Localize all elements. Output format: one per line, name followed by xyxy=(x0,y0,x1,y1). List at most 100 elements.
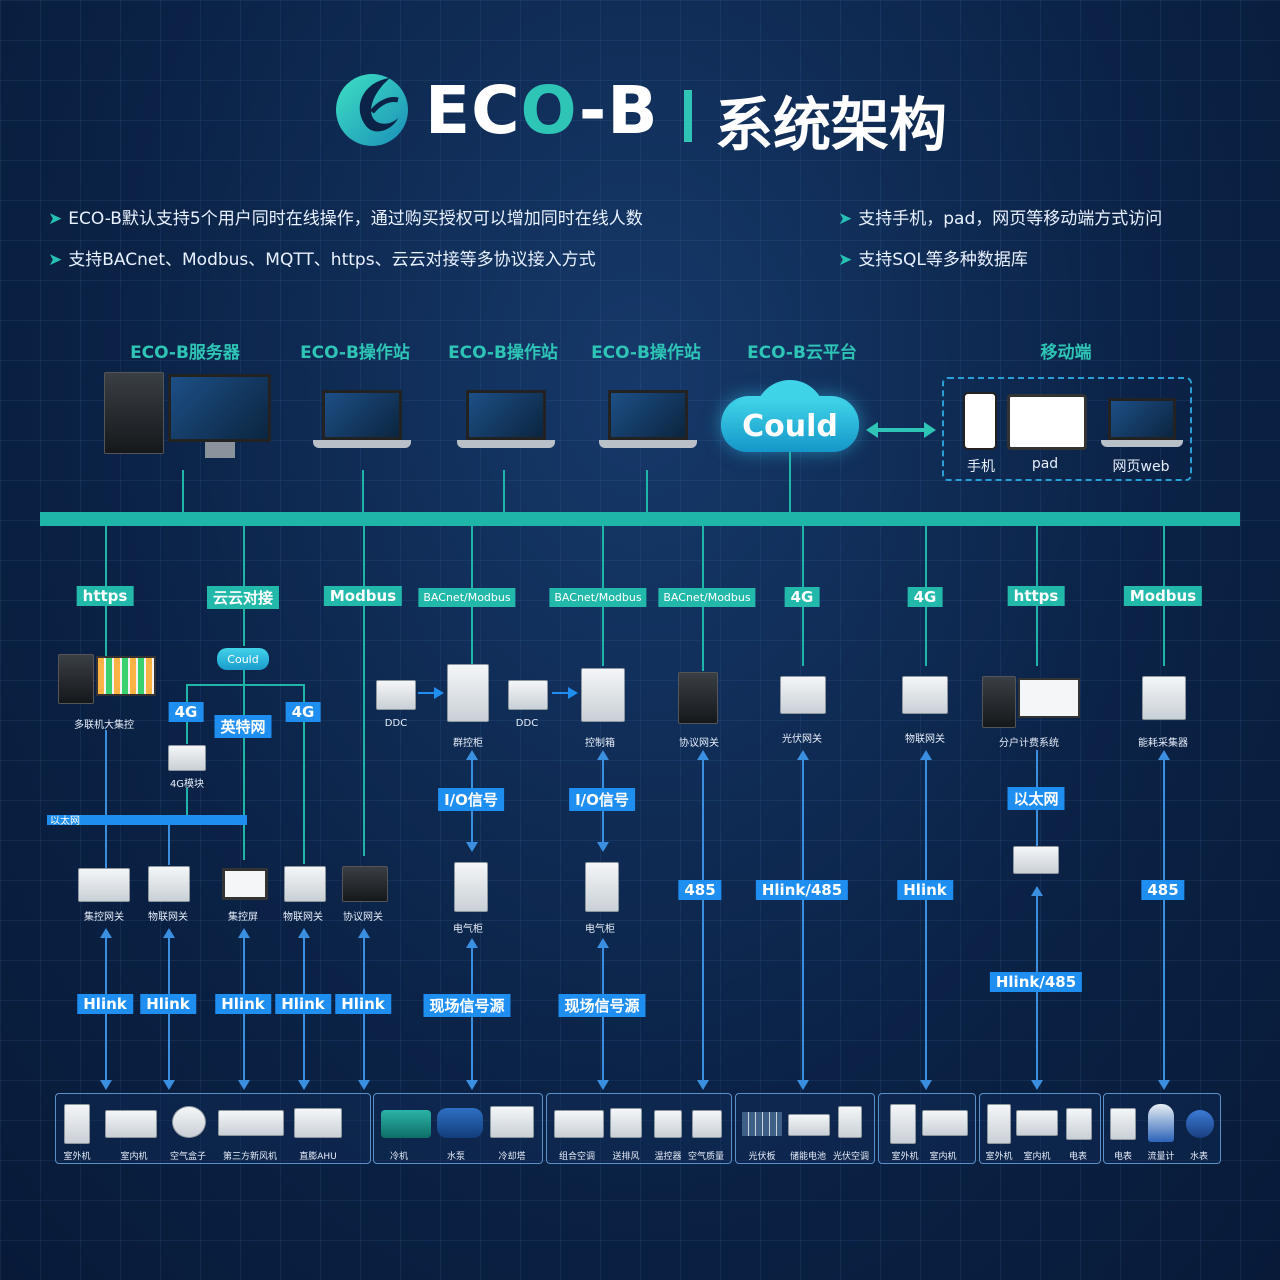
4g-module-icon xyxy=(168,745,206,771)
device-label: 物联网关 xyxy=(905,734,945,745)
equipment-label: 冷机 xyxy=(389,1152,409,1162)
link-tag: 485 xyxy=(1141,880,1185,900)
air-quality-icon xyxy=(692,1110,722,1138)
control-box-icon xyxy=(581,668,625,722)
device-label: 电气柜 xyxy=(453,924,483,935)
equipment-label: 组合空调 xyxy=(558,1152,596,1162)
link-tag: 英特网 xyxy=(214,715,272,738)
flow-meter-icon xyxy=(1148,1104,1174,1142)
station-label: ECO-B操作站 xyxy=(448,343,558,363)
gateway-icon xyxy=(342,866,388,902)
pump-icon xyxy=(437,1108,483,1138)
pv-gateway-icon xyxy=(780,676,826,714)
equipment-label: 水表 xyxy=(1189,1152,1209,1162)
protocol-tag: BACnet/Modbus xyxy=(418,588,516,607)
mobile-item-web: 网页web xyxy=(1112,459,1170,475)
ddc-icon xyxy=(376,680,416,710)
equipment-label: 电表 xyxy=(1113,1152,1133,1162)
connector-line xyxy=(646,470,648,512)
device-label: 集控网关 xyxy=(84,912,124,923)
protocol-gateway-icon xyxy=(678,672,718,724)
laptop-icon xyxy=(608,390,688,440)
link-tag: 现场信号源 xyxy=(423,994,511,1017)
device-label: 物联网关 xyxy=(283,912,323,923)
equipment-label: 室内机 xyxy=(120,1152,148,1162)
device-label: 电气柜 xyxy=(585,924,615,935)
connector-line xyxy=(105,730,107,870)
equipment-label: 第三方新风机 xyxy=(222,1152,278,1162)
cloud-platform-label: ECO-B云平台 xyxy=(747,343,857,363)
protocol-tag: 云云对接 xyxy=(206,586,280,609)
monitor-icon xyxy=(1018,678,1080,718)
small-cloud-icon: Could xyxy=(217,648,269,670)
title-divider xyxy=(684,90,692,142)
station-label: ECO-B操作站 xyxy=(591,343,701,363)
feature-item: ➤支持SQL等多种数据库 xyxy=(838,250,1028,270)
device-label: 集控屏 xyxy=(228,912,258,923)
equipment-label: 室内机 xyxy=(1023,1152,1051,1162)
connector-line xyxy=(363,526,365,856)
equipment-label: 直膨AHU xyxy=(299,1152,337,1162)
link-tag: I/O信号 xyxy=(569,788,635,811)
connector-line xyxy=(503,470,505,512)
mobile-label: 移动端 xyxy=(1040,343,1092,363)
server-tower-icon xyxy=(58,654,94,704)
outdoor-unit-icon xyxy=(890,1104,916,1144)
connector-line xyxy=(303,684,305,864)
ethernet-label: 以太网 xyxy=(50,816,80,827)
laptop-icon xyxy=(322,390,402,440)
indoor-unit-icon xyxy=(922,1110,968,1136)
equipment-label: 温控器 xyxy=(654,1152,682,1162)
link-tag: Hlink/485 xyxy=(989,972,1083,992)
equipment-label: 空气盒子 xyxy=(169,1152,207,1162)
protocol-tag: 4G xyxy=(784,587,820,607)
double-arrow-line xyxy=(697,750,709,1090)
solar-panel-icon xyxy=(742,1112,782,1136)
equipment-label: 水泵 xyxy=(446,1152,466,1162)
eco-b-logo-icon xyxy=(336,74,408,146)
arrow-right-icon xyxy=(552,687,578,699)
cloud-text: Could xyxy=(721,400,859,452)
air-box-icon xyxy=(172,1106,206,1138)
outdoor-unit-icon xyxy=(64,1104,90,1144)
link-tag: 485 xyxy=(678,880,722,900)
thermostat-icon xyxy=(654,1110,682,1138)
web-laptop-icon xyxy=(1108,398,1176,440)
combined-ac-icon xyxy=(554,1110,604,1138)
monitor-icon xyxy=(96,656,156,696)
double-arrow-line xyxy=(920,750,932,1090)
feature-item: ➤支持BACnet、Modbus、MQTT、https、云云对接等多协议接入方式 xyxy=(48,250,596,270)
device-label: 多联机大集控 xyxy=(74,720,134,731)
battery-icon xyxy=(788,1114,830,1136)
protocol-tag: https xyxy=(76,586,134,606)
link-tag: 4G xyxy=(285,702,321,722)
water-meter-icon xyxy=(1186,1110,1214,1138)
double-arrow-line xyxy=(797,750,809,1090)
mobile-group xyxy=(942,377,1192,481)
server-monitor-icon xyxy=(168,374,271,442)
protocol-tag: 4G xyxy=(907,587,943,607)
laptop-base-icon xyxy=(457,440,555,448)
ethernet-bar xyxy=(47,815,247,825)
device-label: 能耗采集器 xyxy=(1138,738,1188,749)
equipment-label: 室外机 xyxy=(63,1152,91,1162)
protocol-tag: BACnet/Modbus xyxy=(549,588,647,607)
feature-item: ➤支持手机，pad，网页等移动端方式访问 xyxy=(838,209,1163,229)
station-label: ECO-B操作站 xyxy=(300,343,410,363)
equipment-label: 室外机 xyxy=(891,1152,919,1162)
connector-line xyxy=(186,684,304,686)
equipment-label: 光伏空调 xyxy=(832,1152,870,1162)
device-label: DDC xyxy=(515,718,539,729)
connector-line xyxy=(186,788,188,818)
chevron-right-icon: ➤ xyxy=(838,209,853,229)
link-tag: Hlink xyxy=(335,994,391,1014)
energy-collector-icon xyxy=(1142,676,1186,720)
network-bus xyxy=(40,512,1240,526)
gateway-icon xyxy=(78,868,130,902)
link-tag: 以太网 xyxy=(1007,787,1065,810)
electric-cabinet-icon xyxy=(454,862,488,912)
outdoor-unit-icon xyxy=(987,1104,1011,1144)
ahu-icon xyxy=(294,1108,342,1138)
mobile-item-phone: 手机 xyxy=(967,459,995,475)
server-tower-icon xyxy=(104,372,164,454)
